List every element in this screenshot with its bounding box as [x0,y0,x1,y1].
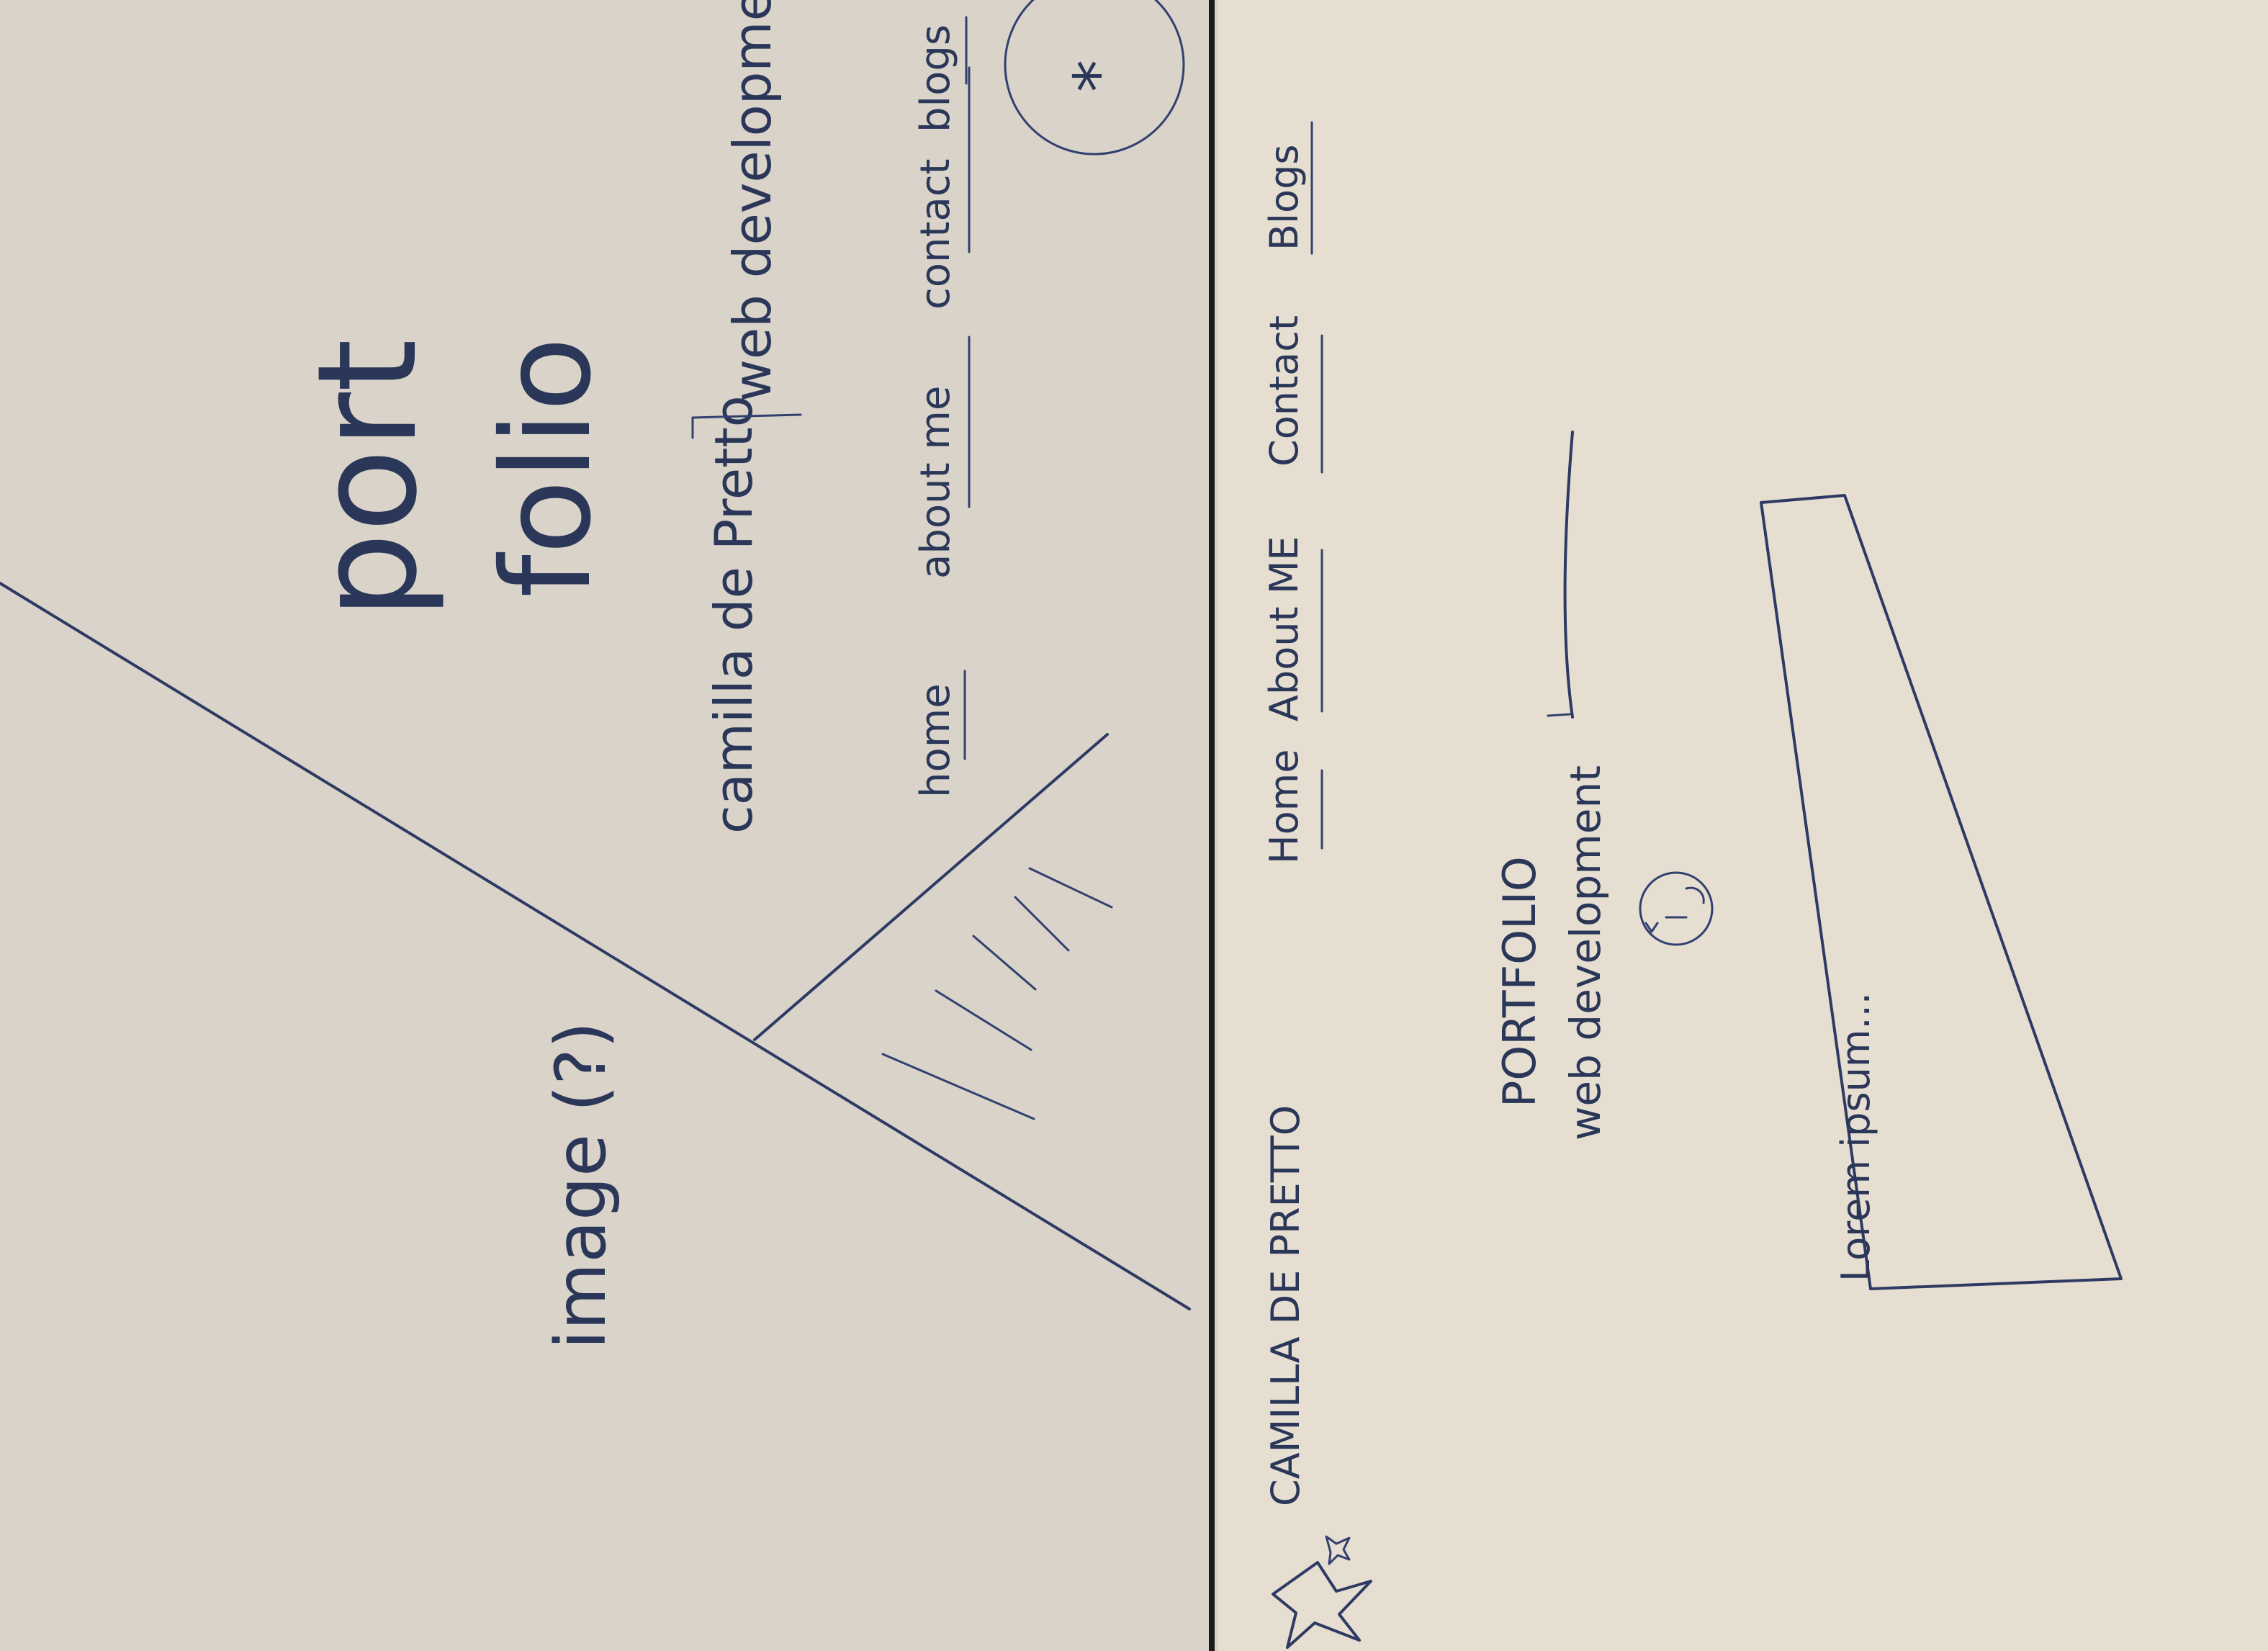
right-nav-home[interactable]: Home [1261,750,1307,864]
hero-title: PORTFOLIO [1493,856,1546,1107]
left-nav-contact[interactable]: contact [912,158,959,310]
small-star-icon [1325,1535,1351,1565]
left-nav-blogs[interactable]: blogs [912,24,959,132]
image-corner-line [753,733,1109,1041]
corner-badge-circle [1004,0,1185,156]
portfolio-title-line-2: folio [476,337,618,598]
crossed-out-scribble [1563,431,1574,719]
right-nav-contact[interactable]: Contact [1261,315,1307,467]
role-label: web development [722,0,783,402]
content-box [1760,494,2123,1290]
right-paper-sheet [1218,0,2268,1651]
left-nav-home[interactable]: home [912,683,959,798]
image-placeholder-label: image (?) [541,1022,621,1349]
right-sketch: CAMILLA DE PRETTO Home About ME Contact … [1261,121,2123,1649]
image-diagonal-line [0,582,1191,1310]
hatch-line [1014,896,1070,952]
smiley-face [1639,871,1714,946]
smiley-smile [1685,886,1705,904]
crossed-out-connector [1547,713,1571,717]
owner-name: camilla de Pretto [703,395,764,834]
right-nav-about[interactable]: About ME [1261,536,1307,721]
right-nav-blogs[interactable]: Blogs [1261,145,1307,251]
name-role-separator [691,413,802,439]
large-star-icon [1272,1561,1372,1649]
hatch-line [1028,867,1113,909]
hatch-line [935,989,1032,1051]
portfolio-title-line-1: port [288,339,447,619]
image-hatching [881,867,1113,1120]
left-paper-sheet [0,0,1210,1651]
brand-name: CAMILLA DE PRETTO [1263,1105,1308,1506]
hero-subtitle: web development [1561,765,1610,1141]
smiley-hand [1644,922,1659,933]
left-nav-about[interactable]: about me [912,386,959,579]
hatch-line [881,1053,1035,1120]
hatch-line [972,935,1037,991]
corner-badge-mark: * [1061,60,1136,92]
content-text: Lorem ipsum... [1833,992,1878,1282]
left-sketch: image (?) port folio camilla de Pretto w… [0,0,1191,1349]
smiley-icon [1639,871,1714,946]
